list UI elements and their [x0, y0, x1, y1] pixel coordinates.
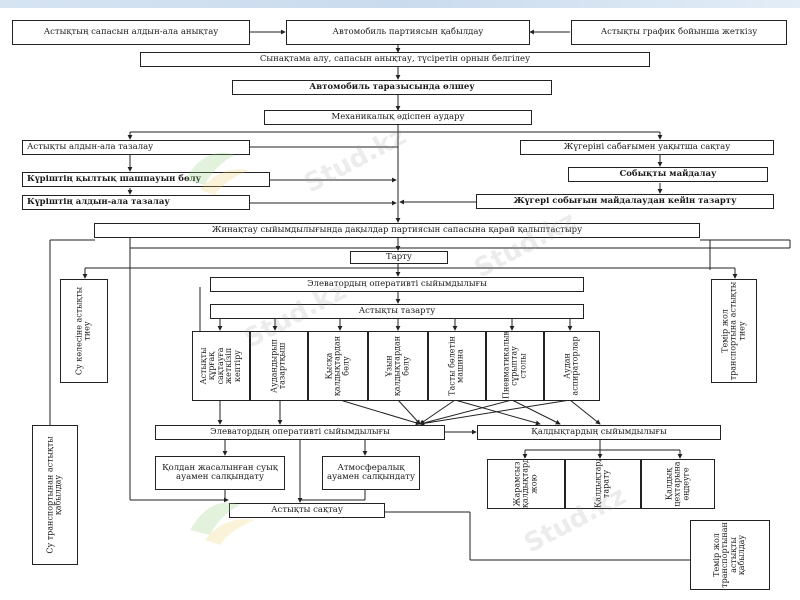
col-long-waste: Ұзын қалдықтардан бөлу [368, 331, 428, 401]
box-grain-storage: Астықты сақтау [229, 503, 385, 518]
waste-distribute: Қалдықтарды тарату [565, 459, 641, 509]
box-cob-clean: Жүгері собығын майдалаудан кейін тазарту [476, 194, 774, 209]
box-grain-cleaning: Астықты тазарту [210, 304, 584, 319]
col-stone-separator: Тасты бөлетін машина [428, 331, 486, 401]
box-elevator-capacity-2: Элеватордың оперативті сыйымдылығы [155, 425, 445, 440]
box-receive-vehicle-batch: Автомобиль партиясын қабылдау [286, 20, 530, 45]
box-elevator-capacity-1: Элеватордың оперативті сыйымдылығы [210, 277, 584, 292]
box-corn-storage: Жүгеріні сабағымен уақытша сақтау [520, 140, 774, 155]
box-artificial-cooling: Қолдан жасалынған суық ауамен салқындату [155, 456, 285, 490]
col-drying: Астықты құрғақ сақтауға жеткізіп кептіру [192, 331, 250, 401]
box-waste-capacity: Қалдықтардың сыйымдылығы [477, 425, 721, 440]
box-atmospheric-cooling: Атмосфералық ауамен салқындату [322, 456, 420, 490]
side-rail-loading: Темір жол транспортына астықты тиеу [711, 279, 757, 383]
box-rice-preclean: Күріштің алдын-ала тазалау [22, 195, 250, 210]
waste-disposal: Жарамсыз қалдықтарды жою [487, 459, 565, 509]
box-batch-forming: Жинақтау сыйымдылығында дақылдар партияс… [94, 223, 700, 238]
box-deliver-schedule: Астықты график бойынша жеткізу [571, 20, 787, 45]
side-rail-receiving: Темір жол транспортынан астықты қабылдау [690, 520, 770, 590]
box-preliminary-quality: Астықтың сапасын алдын-ала анықтау [12, 20, 250, 45]
box-rice-awn: Күріштің қылтық шашпауын бөлу [22, 172, 270, 187]
side-water-receiving: Су транспортынан астықты қабылдау [32, 425, 78, 565]
col-short-waste: Қысқа қалдықтардан бөлу [308, 331, 368, 401]
col-pneumatic-table: Пневматикалық сұрыптау столы [486, 331, 544, 401]
box-cob-grinding: Собықты майдалау [568, 167, 768, 182]
box-weighing: Автомобиль таразысында өлшеу [232, 80, 552, 95]
col-aspiration-cleaner: Аудандырып тазартқыш [250, 331, 308, 401]
side-water-loading: Су көлесіне астықты тиеу [60, 279, 108, 383]
box-sampling: Сынақтама алу, сапасын анықтау, түсіреті… [140, 52, 650, 67]
top-accent-bar [0, 0, 800, 8]
box-pulling: Тарту [350, 251, 448, 264]
box-mechanical-unload: Механикалық әдіспен аудару [264, 110, 532, 125]
col-aspirators: Аудан аспираторлар [544, 331, 600, 401]
waste-processing: Қалдық цехтарына өңдеуге [641, 459, 715, 509]
box-pre-cleaning: Астықты алдын-ала тазалау [22, 140, 250, 155]
